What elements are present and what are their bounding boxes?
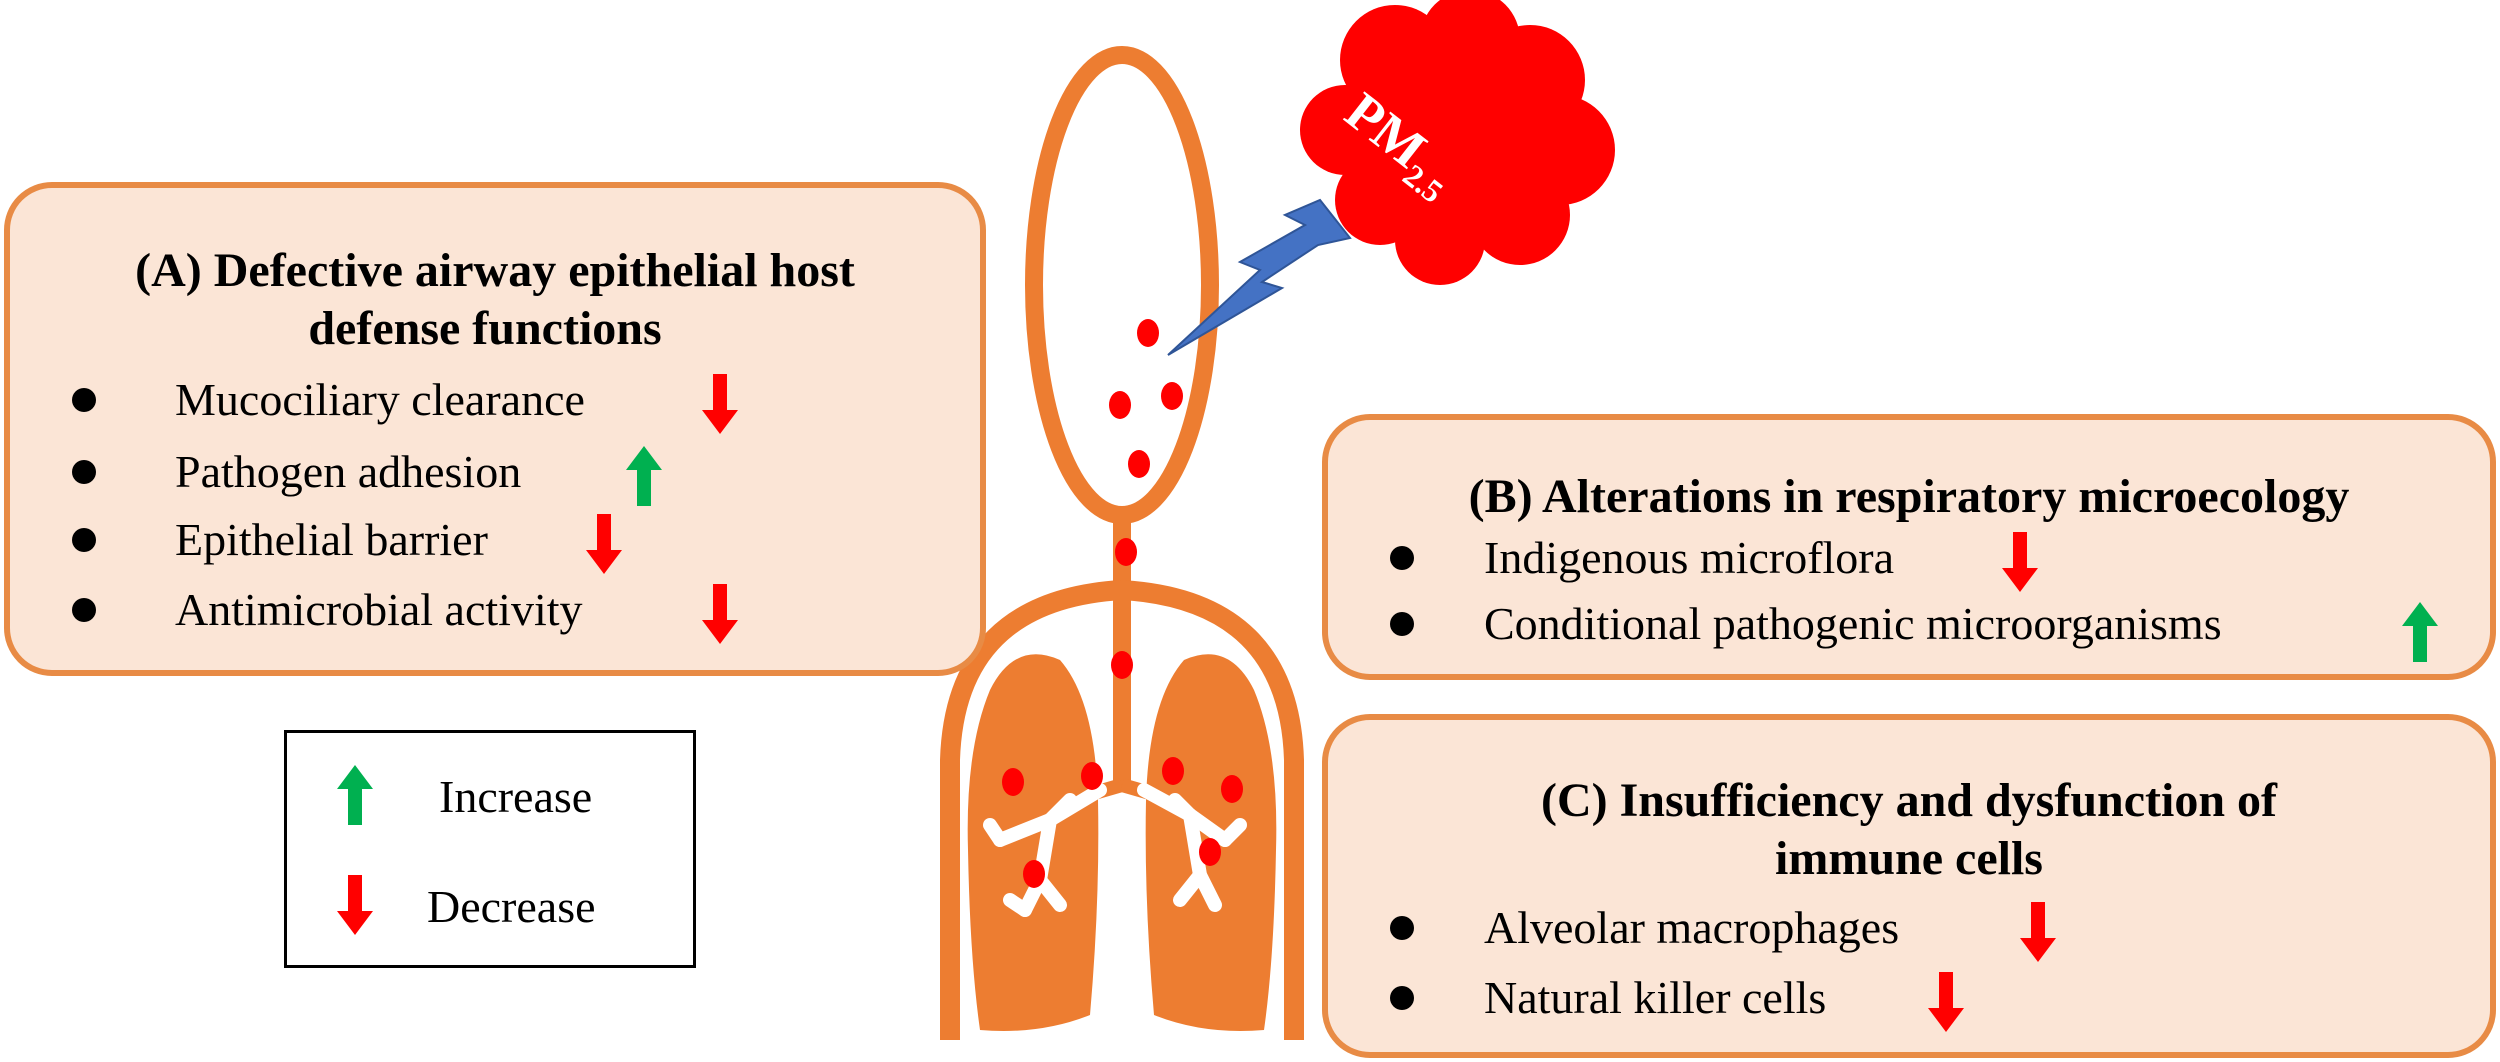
arrow-down-icon: [2020, 902, 2056, 962]
pm-particle: [1109, 391, 1131, 419]
pm-particle: [1161, 382, 1183, 410]
panel-c-title-line1: (C) Insufficiency and dysfunction of: [1540, 774, 2278, 827]
pm-particle: [1199, 838, 1221, 866]
bullet-icon: [1390, 916, 1414, 940]
pm-particle: [1115, 538, 1137, 566]
panel-a-title-line1: (A) Defective airway epithelial host: [135, 244, 855, 297]
pm-particle: [1002, 768, 1024, 796]
airway-icon: [1025, 46, 1219, 524]
list-item: Conditional pathogenic microorganisms: [1328, 592, 2488, 662]
lightning-icon: [1167, 198, 1352, 356]
pm-particle: [1081, 762, 1103, 790]
arrow-up-icon: [626, 446, 662, 506]
pm-particle: [1137, 319, 1159, 347]
item-label: Epithelial barrier: [175, 514, 488, 565]
list-item: Mucociliary clearance: [10, 368, 980, 434]
legend-increase-label: Increase: [439, 771, 593, 822]
panel-c: (C) Insufficiency and dysfunction of imm…: [1322, 714, 2496, 1058]
list-item: Antimicrobial activity: [10, 578, 980, 644]
bullet-icon: [1390, 612, 1414, 636]
arrow-up-icon: [337, 765, 373, 825]
list-item: Natural killer cells: [1328, 966, 2488, 1032]
pm-particle: [1023, 860, 1045, 888]
right-bronchial-tree: [1137, 783, 1247, 912]
bullet-icon: [72, 598, 96, 622]
arrow-down-icon: [702, 584, 738, 644]
bullet-icon: [1390, 546, 1414, 570]
item-label: Alveolar macrophages: [1484, 902, 1900, 953]
bullet-icon: [72, 460, 96, 484]
list-item: Epithelial barrier: [10, 508, 980, 574]
arrow-down-icon: [1928, 972, 1964, 1032]
arrow-down-icon: [586, 514, 622, 574]
bullet-icon: [72, 388, 96, 412]
arrow-up-icon: [2402, 602, 2438, 662]
pm-particle: [1111, 651, 1133, 679]
bullet-icon: [1390, 986, 1414, 1010]
panel-a-title-line2: defense functions: [308, 302, 662, 355]
left-lung: [967, 654, 1099, 1031]
pm-particles: [1002, 319, 1243, 888]
arrow-down-icon: [2002, 532, 2038, 592]
item-label: Mucociliary clearance: [175, 374, 585, 425]
arrow-down-icon: [337, 875, 373, 935]
panel-b: (B) Alterations in respiratory microecol…: [1322, 414, 2496, 680]
panel-b-title: (B) Alterations in respiratory microecol…: [1468, 470, 2350, 523]
panel-c-title-line2: immune cells: [1775, 832, 2043, 885]
panel-a: (A) Defective airway epithelial host def…: [4, 182, 986, 676]
list-item: Indigenous microflora: [1328, 526, 2488, 592]
pm-particle: [1162, 757, 1184, 785]
item-label: Natural killer cells: [1484, 972, 1827, 1023]
pm-particle: [1128, 450, 1150, 478]
item-label: Antimicrobial activity: [175, 584, 583, 635]
legend-decrease-label: Decrease: [427, 881, 596, 932]
arrow-down-icon: [702, 374, 738, 434]
pollution-cloud-icon: [1300, 0, 1615, 285]
list-item: Pathogen adhesion: [10, 440, 980, 506]
list-item: Alveolar macrophages: [1328, 896, 2488, 962]
pm-particle: [1221, 775, 1243, 803]
item-label: Conditional pathogenic microorganisms: [1484, 598, 2222, 649]
bullet-icon: [72, 528, 96, 552]
item-label: Pathogen adhesion: [175, 446, 522, 497]
legend: Increase Decrease: [284, 730, 696, 968]
item-label: Indigenous microflora: [1484, 532, 1895, 583]
